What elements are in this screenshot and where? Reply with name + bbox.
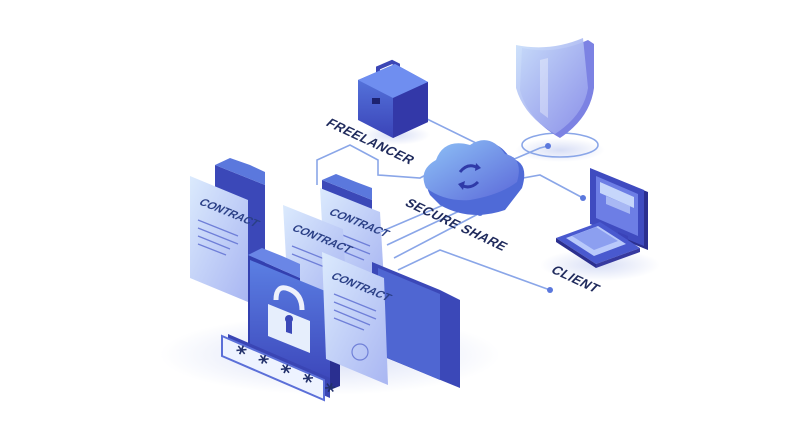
briefcase-icon xyxy=(358,59,428,138)
shield-icon xyxy=(516,38,599,158)
folder-icon xyxy=(372,262,460,388)
shadow xyxy=(515,138,605,162)
laptop-icon xyxy=(556,222,640,268)
cloud-sync-icon xyxy=(423,140,525,215)
padlock-icon xyxy=(268,285,310,353)
